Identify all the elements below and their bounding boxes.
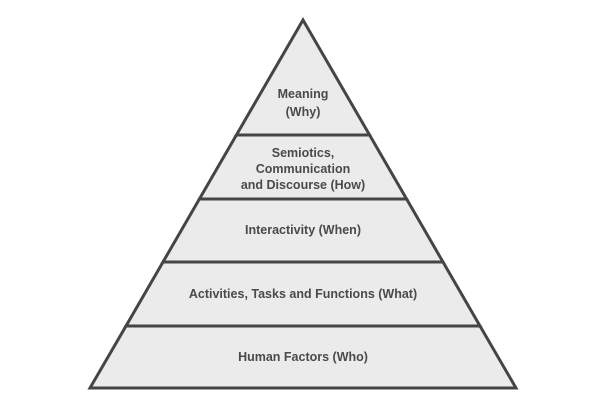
layer-label-semiotics-line2: Communication — [256, 162, 350, 176]
layer-label-meaning-line2: (Why) — [286, 105, 321, 119]
layer-label-semiotics-line1: Semiotics, — [272, 146, 335, 160]
layer-label-activities: Activities, Tasks and Functions (What) — [189, 287, 417, 301]
layer-label-human-factors: Human Factors (Who) — [238, 350, 368, 364]
pyramid-layer-human-factors — [87, 324, 519, 390]
layer-label-interactivity: Interactivity (When) — [245, 223, 361, 237]
layer-label-semiotics-line3: and Discourse (How) — [241, 178, 365, 192]
layer-label-meaning-line1: Meaning — [278, 87, 329, 101]
